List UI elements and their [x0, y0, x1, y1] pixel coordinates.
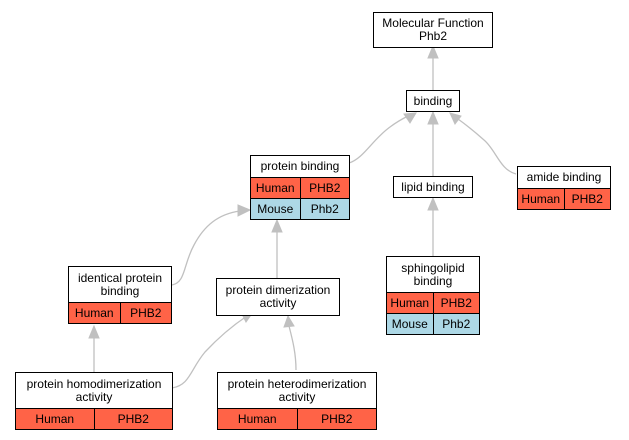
node-label: identical protein [77, 270, 163, 285]
species-cell: Human [518, 188, 564, 209]
node-sphingolipid-binding[interactable]: sphingolipid binding Human PHB2 Mouse Ph… [386, 256, 480, 335]
node-label: lipid binding [401, 179, 465, 194]
species-table: Human PHB2 [69, 302, 171, 323]
node-label: activity [278, 389, 316, 404]
edge-arrowhead [449, 112, 462, 125]
node-label: Molecular Function [382, 16, 484, 30]
species-table: Human PHB2 [16, 408, 172, 429]
species-row-human: Human PHB2 [16, 408, 172, 429]
gene-cell: PHB2 [119, 302, 171, 323]
node-protein-heterodimerization-activity[interactable]: protein heterodimerization activity Huma… [217, 372, 377, 430]
node-label: binding [413, 273, 453, 288]
gene-cell: PHB2 [296, 408, 376, 429]
species-row-human: Human PHB2 [387, 292, 479, 314]
edge-arrowhead [88, 324, 100, 339]
gene-cell: Phb2 [432, 313, 479, 334]
species-table: Human PHB2 Mouse Phb2 [387, 292, 479, 334]
node-label: amide binding [526, 170, 602, 184]
gene-cell: PHB2 [432, 292, 479, 314]
node-amide-binding[interactable]: amide binding Human PHB2 [517, 166, 611, 210]
node-identical-protein-binding[interactable]: identical protein binding Human PHB2 [68, 266, 172, 324]
species-cell: Human [251, 177, 300, 199]
species-row-human: Human PHB2 [218, 408, 376, 429]
node-molecular-function[interactable]: Molecular Function Phb2 [373, 12, 493, 48]
species-cell: Human [387, 292, 433, 314]
edge-homodimerization-to-dimerization [171, 315, 248, 389]
node-protein-dimerization-activity[interactable]: protein dimerization activity [216, 278, 340, 316]
edge-arrowhead [427, 44, 439, 59]
node-lipid-binding[interactable]: lipid binding [393, 176, 473, 198]
edge-amide-to-binding [457, 118, 517, 175]
species-table: Human PHB2 Mouse Phb2 [251, 177, 349, 219]
gene-cell: PHB2 [299, 177, 349, 199]
node-binding[interactable]: binding [406, 90, 460, 112]
node-protein-homodimerization-activity[interactable]: protein homodimerization activity Human … [15, 372, 173, 430]
gene-cell: PHB2 [93, 408, 172, 429]
node-label: protein heterodimerization [227, 376, 367, 391]
edge-identical-to-protein-binding [171, 210, 241, 286]
node-label: Phb2 [418, 29, 448, 43]
node-label: protein binding [260, 159, 340, 173]
species-cell: Mouse [251, 198, 300, 219]
edge-arrowhead [427, 110, 439, 125]
edge-arrowhead [427, 196, 439, 211]
species-cell: Human [69, 302, 120, 323]
edge-arrowhead [403, 112, 417, 124]
species-table: Human PHB2 [518, 188, 610, 209]
species-table: Human PHB2 [218, 408, 376, 429]
edge-arrowhead [237, 204, 252, 217]
node-label: sphingolipid [401, 260, 465, 275]
edge-arrowhead [271, 218, 283, 233]
edge-protein-binding-to-binding [348, 115, 409, 164]
species-cell: Mouse [387, 313, 433, 334]
species-row-human: Human PHB2 [251, 177, 349, 199]
node-label: binding [100, 283, 140, 298]
gene-cell: Phb2 [299, 198, 349, 219]
edge-heterodimerization-to-dimerization [288, 325, 297, 371]
node-label: activity [259, 296, 297, 310]
node-protein-binding[interactable]: protein binding Human PHB2 Mouse Phb2 [250, 155, 350, 220]
node-label: protein dimerization [225, 283, 331, 297]
species-row-human: Human PHB2 [69, 302, 171, 323]
gene-cell: PHB2 [563, 188, 610, 209]
species-row-mouse: Mouse Phb2 [387, 313, 479, 334]
node-label: activity [75, 389, 113, 404]
edge-arrowhead [283, 314, 295, 328]
species-row-mouse: Mouse Phb2 [251, 198, 349, 219]
species-row-human: Human PHB2 [518, 188, 610, 209]
node-label: binding [413, 93, 453, 108]
node-label: protein homodimerization [26, 376, 162, 391]
species-cell: Human [16, 408, 94, 429]
species-cell: Human [218, 408, 297, 429]
